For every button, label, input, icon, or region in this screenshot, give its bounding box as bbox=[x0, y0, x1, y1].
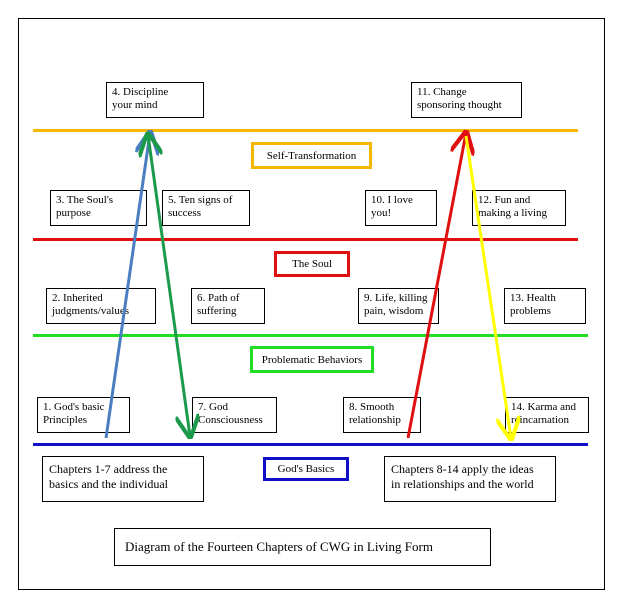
diagram-caption: Diagram of the Fourteen Chapters of CWG … bbox=[114, 528, 491, 566]
chapter-3-line1: 3. The Soul's bbox=[56, 194, 114, 206]
chapter-7-line2: Consciousness bbox=[198, 414, 263, 426]
chapter-6-line1: 6. Path of bbox=[197, 292, 240, 304]
chapter-10-line1: 10. I love bbox=[371, 194, 413, 206]
left-note-line2: basics and the individual bbox=[49, 477, 168, 491]
chapter-8-box: 8. Smooth relationship bbox=[343, 397, 421, 433]
chapter-12-box: 12. Fun and making a living bbox=[472, 190, 566, 226]
yellow-arrow bbox=[464, 135, 511, 438]
chapter-1-line1: 1. God's basic bbox=[43, 401, 105, 413]
chapter-4-line1: 4. Discipline bbox=[112, 86, 169, 98]
gods-basics-label: God's Basics bbox=[263, 457, 349, 481]
chapter-7-line1: 7. God bbox=[198, 401, 228, 413]
chapter-1-line2: Principles bbox=[43, 414, 87, 426]
problematic-behaviors-label: Problematic Behaviors bbox=[250, 346, 374, 373]
chapter-10-box: 10. I love you! bbox=[365, 190, 437, 226]
left-note-line1: Chapters 1-7 address the bbox=[49, 462, 168, 476]
self-transformation-label: Self-Transformation bbox=[251, 142, 372, 169]
right-note-line2: in relationships and the world bbox=[391, 477, 534, 491]
problematic-behaviors-line bbox=[33, 334, 588, 337]
chapter-11-box: 11. Change sponsoring thought bbox=[411, 82, 522, 118]
left-note-box: Chapters 1-7 address the basics and the … bbox=[42, 456, 204, 502]
green-arrow bbox=[148, 135, 190, 436]
chapter-3-box: 3. The Soul's purpose bbox=[50, 190, 147, 226]
chapter-12-line1: 12. Fun and bbox=[478, 194, 531, 206]
chapter-11-line1: 11. Change bbox=[417, 86, 467, 98]
blue-arrow bbox=[104, 133, 150, 439]
chapter-2-line1: 2. Inherited bbox=[52, 292, 103, 304]
chapter-13-box: 13. Health problems bbox=[504, 288, 586, 324]
chapter-13-line2: problems bbox=[510, 305, 551, 317]
chapter-4-line2: your mind bbox=[112, 99, 158, 111]
chapter-6-line2: suffering bbox=[197, 305, 237, 317]
chapter-7-box: 7. God Consciousness bbox=[192, 397, 277, 433]
chapter-2-line2: judgments/values bbox=[52, 305, 129, 317]
right-note-box: Chapters 8-14 apply the ideas in relatio… bbox=[384, 456, 556, 502]
red-arrow bbox=[406, 133, 466, 439]
diagram-frame bbox=[18, 18, 605, 590]
chapter-14-box: 14. Karma and reincarnation bbox=[505, 397, 589, 433]
chapter-9-line1: 9. Life, killing bbox=[364, 292, 428, 304]
chapter-3-line2: purpose bbox=[56, 207, 91, 219]
chapter-8-line2: relationship bbox=[349, 414, 401, 426]
chapter-14-line2: reincarnation bbox=[511, 414, 570, 426]
chapter-13-line1: 13. Health bbox=[510, 292, 556, 304]
chapter-10-line2: you! bbox=[371, 207, 392, 219]
chapter-8-line1: 8. Smooth bbox=[349, 401, 395, 413]
chapter-12-line2: making a living bbox=[478, 207, 548, 219]
chapter-14-line1: 14. Karma and bbox=[511, 401, 577, 413]
soul-label: The Soul bbox=[274, 251, 350, 277]
self-transformation-line bbox=[33, 129, 578, 132]
chapter-4-box: 4. Discipline your mind bbox=[106, 82, 204, 118]
soul-line bbox=[33, 238, 578, 241]
chapter-6-box: 6. Path of suffering bbox=[191, 288, 265, 324]
chapter-9-box: 9. Life, killing pain, wisdom bbox=[358, 288, 439, 324]
chapter-1-box: 1. God's basic Principles bbox=[37, 397, 130, 433]
chapter-9-line2: pain, wisdom bbox=[364, 305, 424, 317]
right-note-line1: Chapters 8-14 apply the ideas bbox=[391, 462, 534, 476]
chapter-11-line2: sponsoring thought bbox=[417, 99, 502, 111]
gods-basics-line bbox=[33, 443, 588, 446]
